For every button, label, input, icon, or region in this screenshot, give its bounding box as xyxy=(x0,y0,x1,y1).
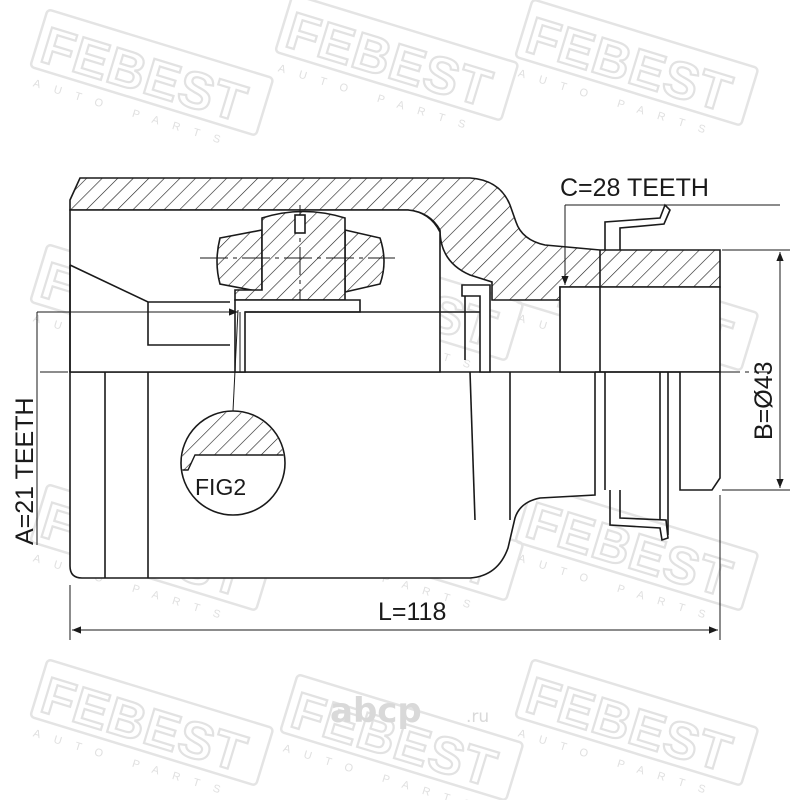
tripod-pin xyxy=(294,214,306,234)
housing-mouth xyxy=(69,264,230,372)
stub-shaft xyxy=(559,286,721,373)
tripod-roller-right xyxy=(344,228,385,294)
stub-lower-block xyxy=(659,372,669,535)
dust-seal-lower xyxy=(609,490,669,542)
dim-diameter-label: B=Ø43 xyxy=(750,361,778,440)
fig2-leader xyxy=(232,309,239,412)
tripod-spider xyxy=(234,210,346,301)
fig2-label: FIG2 xyxy=(195,474,246,500)
site-logo-tld: .ru xyxy=(466,707,489,727)
tripod-roller-left xyxy=(216,229,263,293)
dim-teeth-a-label: A=21 TEETH xyxy=(11,397,39,545)
watermark-tile: FEBEST AUTO PARTS xyxy=(514,659,759,800)
dust-seal-upper xyxy=(604,203,671,250)
stub-shaft-lower xyxy=(595,371,721,491)
dim-teeth-c-label: C=28 TEETH xyxy=(560,174,709,202)
cv-joint-drawing xyxy=(40,177,770,579)
dimensions: L=118 B=Ø43 C=28 TEETH A=21 TEETH xyxy=(11,174,790,640)
watermark-tile: FEBEST AUTO PARTS xyxy=(514,484,759,625)
site-logo: abcp .ru xyxy=(330,691,489,731)
watermark-tile: FEBEST AUTO PARTS xyxy=(514,0,759,140)
watermark-tile: FEBEST AUTO PARTS xyxy=(274,0,519,135)
watermark-tile: FEBEST AUTO PARTS xyxy=(29,9,274,150)
watermark-tile: FEBEST AUTO PARTS xyxy=(29,659,274,800)
site-logo-name: abcp xyxy=(330,691,422,731)
housing-taper-line xyxy=(469,371,476,521)
dim-length-label: L=118 xyxy=(378,598,446,626)
